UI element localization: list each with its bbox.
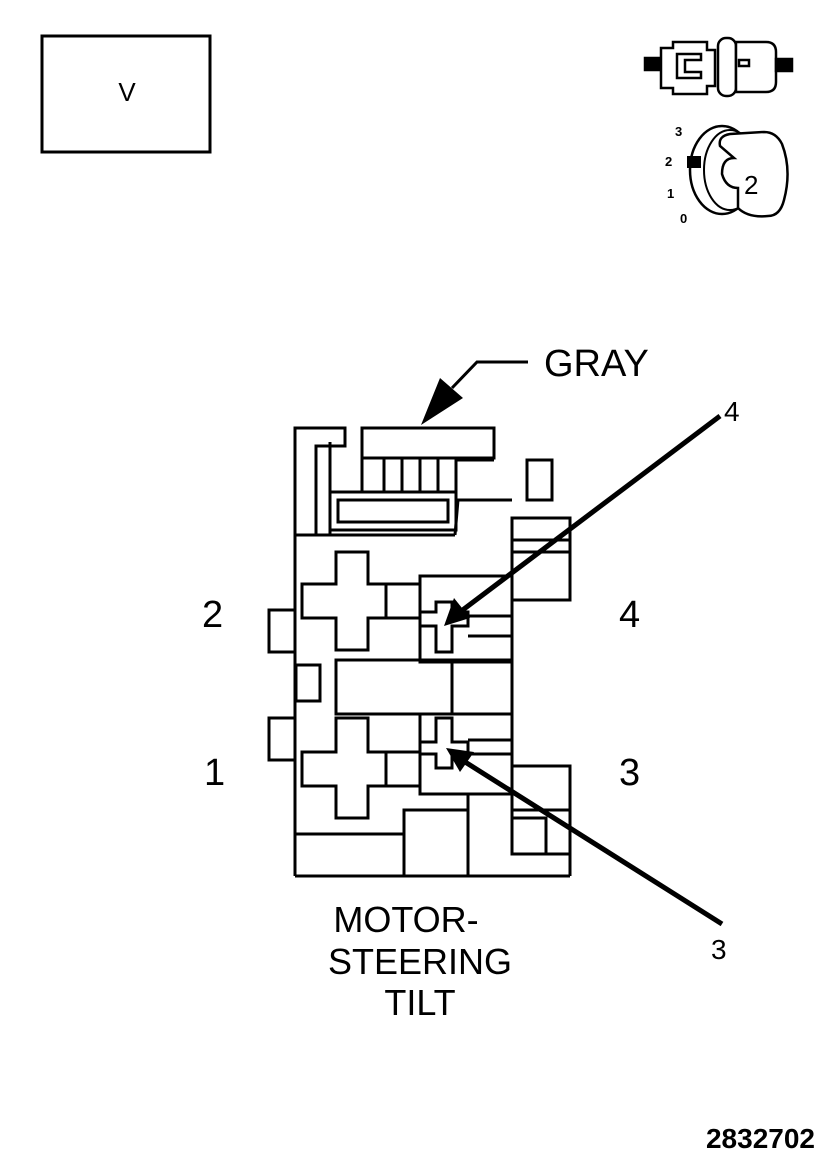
callout-arrow-3 [446, 748, 724, 927]
gray-leader: GRAY [421, 343, 649, 425]
key-position-2: 2 [665, 154, 672, 169]
key-number: 2 [744, 170, 758, 200]
cavity-label-2: 2 [202, 594, 223, 636]
key-position-3: 3 [675, 124, 682, 139]
cavity-label-1: 1 [204, 752, 225, 794]
figure-id: 2832702 [706, 1123, 815, 1154]
caption-line-1: MOTOR- [333, 899, 478, 940]
key-position-0: 0 [680, 211, 687, 226]
view-label: V [118, 77, 136, 107]
ignition-key-icon: 3 2 1 0 2 [665, 124, 789, 226]
color-label: GRAY [544, 343, 649, 385]
view-box: V [40, 34, 212, 154]
caption-line-2: STEERING [328, 941, 512, 982]
cavity-label-3: 3 [619, 752, 640, 794]
callout-arrow-4 [444, 414, 722, 626]
callout-label-3: 3 [711, 934, 727, 965]
cavity-label-4: 4 [619, 594, 640, 636]
caption-line-3: TILT [384, 982, 455, 1023]
connector-body [267, 426, 572, 878]
callout-label-4: 4 [724, 396, 740, 427]
connector-plug-icon [643, 36, 794, 98]
key-position-1: 1 [667, 186, 674, 201]
